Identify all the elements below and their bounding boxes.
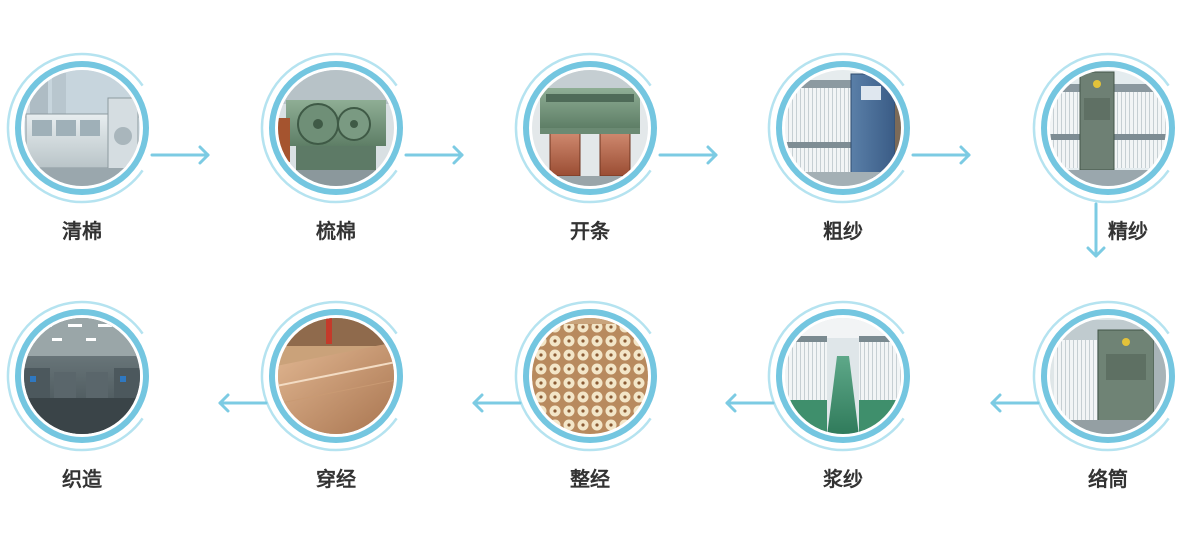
step-label: 梳棉 bbox=[316, 219, 356, 243]
flow-arrow bbox=[911, 145, 971, 165]
process-step-1: 清棉 bbox=[6, 52, 149, 243]
flow-arrow bbox=[725, 393, 775, 413]
step-label: 清棉 bbox=[62, 219, 102, 243]
outer-ring-arc bbox=[767, 300, 905, 452]
flow-arrow bbox=[218, 393, 268, 413]
flow-arrow bbox=[150, 145, 210, 165]
process-step-4: 粗纱 bbox=[767, 52, 910, 243]
process-step-7: 浆纱 bbox=[767, 300, 910, 491]
process-step-9: 穿经 bbox=[260, 300, 403, 491]
outer-ring-arc bbox=[1032, 300, 1170, 452]
process-step-5: 精纱 bbox=[1032, 52, 1175, 243]
step-label: 粗纱 bbox=[823, 219, 863, 243]
process-step-8: 整经 bbox=[514, 300, 657, 491]
step-label: 浆纱 bbox=[822, 467, 863, 491]
flow-arrow bbox=[658, 145, 718, 165]
flow-arrow bbox=[990, 393, 1040, 413]
outer-ring-arc bbox=[767, 52, 905, 204]
flow-arrow bbox=[1086, 202, 1106, 258]
step-label: 精纱 bbox=[1108, 219, 1148, 243]
process-step-6: 络筒 bbox=[1032, 300, 1175, 491]
step-label: 织造 bbox=[62, 467, 103, 491]
outer-ring-arc bbox=[6, 300, 144, 452]
step-label: 整经 bbox=[569, 467, 610, 491]
flow-arrows bbox=[150, 145, 1106, 413]
process-step-2: 梳棉 bbox=[260, 52, 403, 243]
process-step-10: 织造 bbox=[6, 300, 149, 491]
outer-ring-arc bbox=[514, 300, 652, 452]
step-label: 穿经 bbox=[316, 467, 356, 491]
outer-ring-arc bbox=[260, 300, 398, 452]
outer-ring-arc bbox=[514, 52, 652, 204]
outer-ring-arc bbox=[260, 52, 398, 204]
outer-ring-arc bbox=[1032, 52, 1170, 204]
flow-arrow bbox=[472, 393, 522, 413]
process-step-3: 开条 bbox=[514, 52, 657, 243]
step-label: 开条 bbox=[570, 219, 611, 243]
flow-arrow bbox=[404, 145, 464, 165]
step-label: 络筒 bbox=[1088, 467, 1128, 491]
outer-ring-arc bbox=[6, 52, 144, 204]
